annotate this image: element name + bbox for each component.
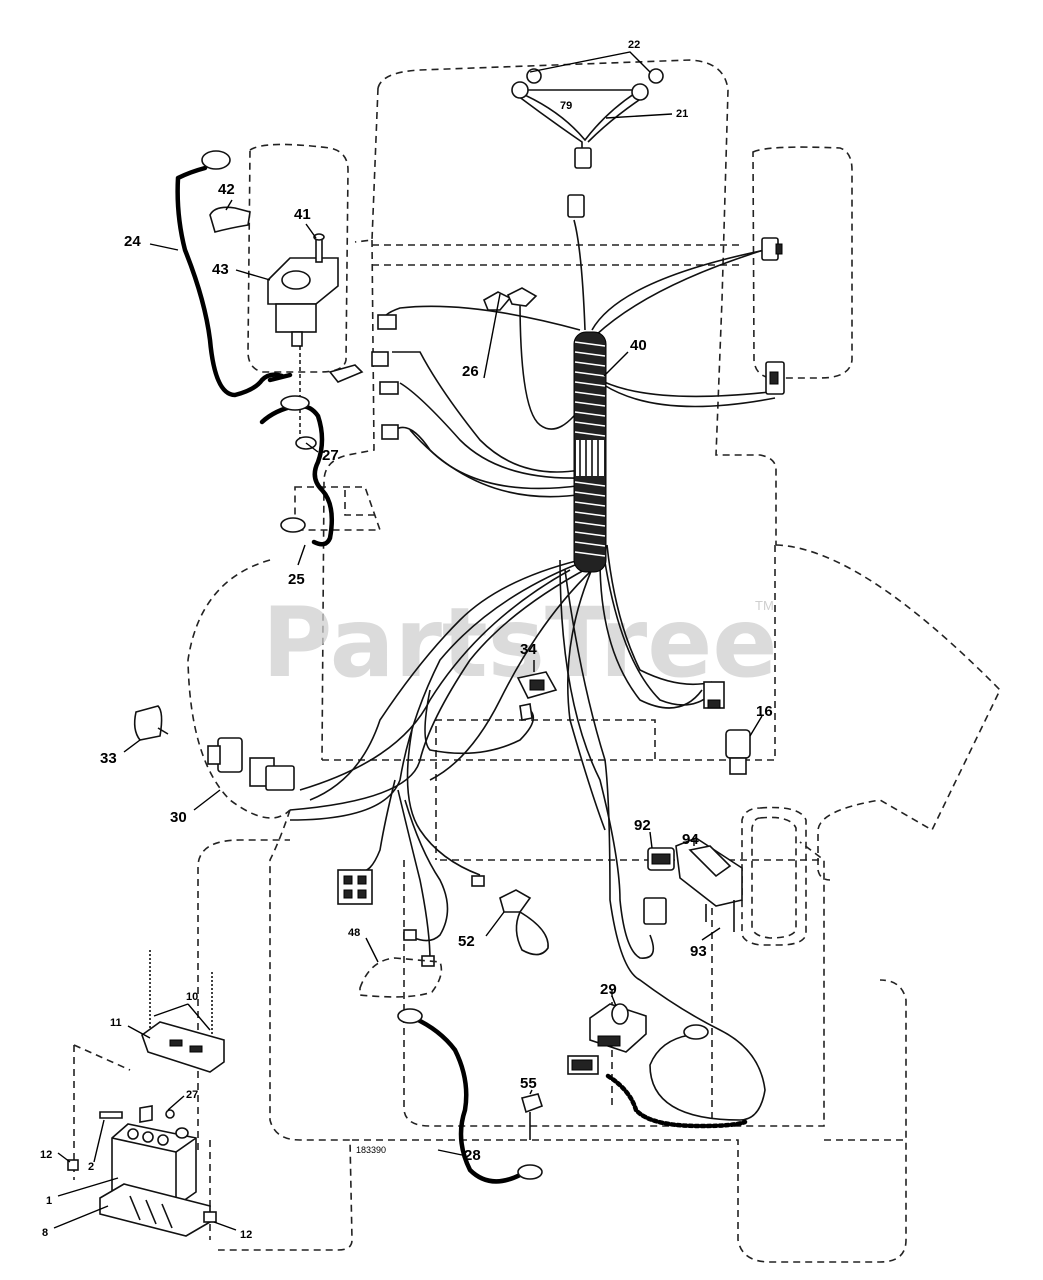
callout-40: 40 xyxy=(630,337,647,354)
headlight-harness xyxy=(517,89,646,218)
ignition-switch xyxy=(207,737,295,791)
callout-8: 8 xyxy=(42,1227,48,1239)
headlight-bulb-left xyxy=(511,68,542,99)
harness-connector-right-lower xyxy=(765,361,785,395)
ground-screw xyxy=(521,1093,544,1140)
callout-leaders xyxy=(53,51,763,1231)
seat-switch xyxy=(725,729,751,775)
callout-29: 29 xyxy=(600,981,617,998)
callout-12-lower: 12 xyxy=(240,1229,252,1241)
callout-16: 16 xyxy=(756,703,773,720)
watermark-trademark: TM xyxy=(755,598,774,613)
ring-terminal xyxy=(683,1024,709,1040)
callout-21: 21 xyxy=(676,108,688,120)
harness-connector-block xyxy=(337,869,373,905)
terminal-boot xyxy=(209,206,251,233)
battery-cable-positive xyxy=(175,165,285,398)
rocker-switch xyxy=(516,671,558,721)
fuse-holder xyxy=(359,957,443,998)
pto-switch xyxy=(589,1003,647,1053)
callout-28: 28 xyxy=(464,1147,481,1164)
callout-52: 52 xyxy=(458,933,475,950)
callout-94: 94 xyxy=(682,831,699,848)
callout-27-lower: 27 xyxy=(186,1089,198,1101)
battery-hold-down-bracket xyxy=(141,1021,225,1073)
callout-79: 79 xyxy=(560,100,572,112)
callout-24: 24 xyxy=(124,233,141,250)
wire-terminal xyxy=(403,929,417,941)
callout-1: 1 xyxy=(46,1195,52,1207)
light-bulb-socket xyxy=(499,889,549,956)
brake-switch xyxy=(643,847,675,925)
callout-42: 42 xyxy=(218,181,235,198)
callout-92: 92 xyxy=(634,817,651,834)
battery-nut xyxy=(203,1211,217,1223)
pto-connector xyxy=(567,1055,599,1075)
harness-conduit xyxy=(574,341,606,557)
ignition-key xyxy=(133,705,169,741)
harness-connector-right-upper xyxy=(761,237,783,261)
callout-30: 30 xyxy=(170,809,187,826)
coil-cord xyxy=(605,1073,748,1129)
ground-cable xyxy=(411,1015,523,1184)
battery-hold-down-bolts xyxy=(149,950,213,1042)
battery-bolt xyxy=(99,1105,175,1123)
headlight-bulb-right xyxy=(631,68,664,101)
battery-nut xyxy=(67,1159,79,1171)
callout-43: 43 xyxy=(212,261,229,278)
harness-connector-16 xyxy=(703,681,725,709)
harness-connector-26 xyxy=(482,287,538,311)
callout-22: 22 xyxy=(628,39,640,51)
callout-41: 41 xyxy=(294,206,311,223)
callout-25: 25 xyxy=(288,571,305,588)
callout-34: 34 xyxy=(520,641,537,658)
callout-27-upper: 27 xyxy=(322,447,339,464)
ring-terminal xyxy=(201,150,231,170)
starter-solenoid xyxy=(267,257,339,347)
harness-connector-left xyxy=(371,314,399,440)
callout-93: 93 xyxy=(690,943,707,960)
wire-terminal xyxy=(471,875,485,887)
main-wiring-harness xyxy=(289,219,776,1121)
callout-33: 33 xyxy=(100,750,117,767)
safety-module xyxy=(675,837,743,932)
callout-55: 55 xyxy=(520,1075,537,1092)
callout-2: 2 xyxy=(88,1161,94,1173)
callout-48: 48 xyxy=(348,927,360,939)
callout-10: 10 xyxy=(186,991,198,1003)
callout-11: 11 xyxy=(110,1017,122,1029)
drawing-number: 183390 xyxy=(356,1145,386,1155)
callout-12-upper: 12 xyxy=(40,1149,52,1161)
solenoid-screw xyxy=(313,233,325,263)
callout-26: 26 xyxy=(462,363,479,380)
tractor-outline xyxy=(73,59,1001,1263)
